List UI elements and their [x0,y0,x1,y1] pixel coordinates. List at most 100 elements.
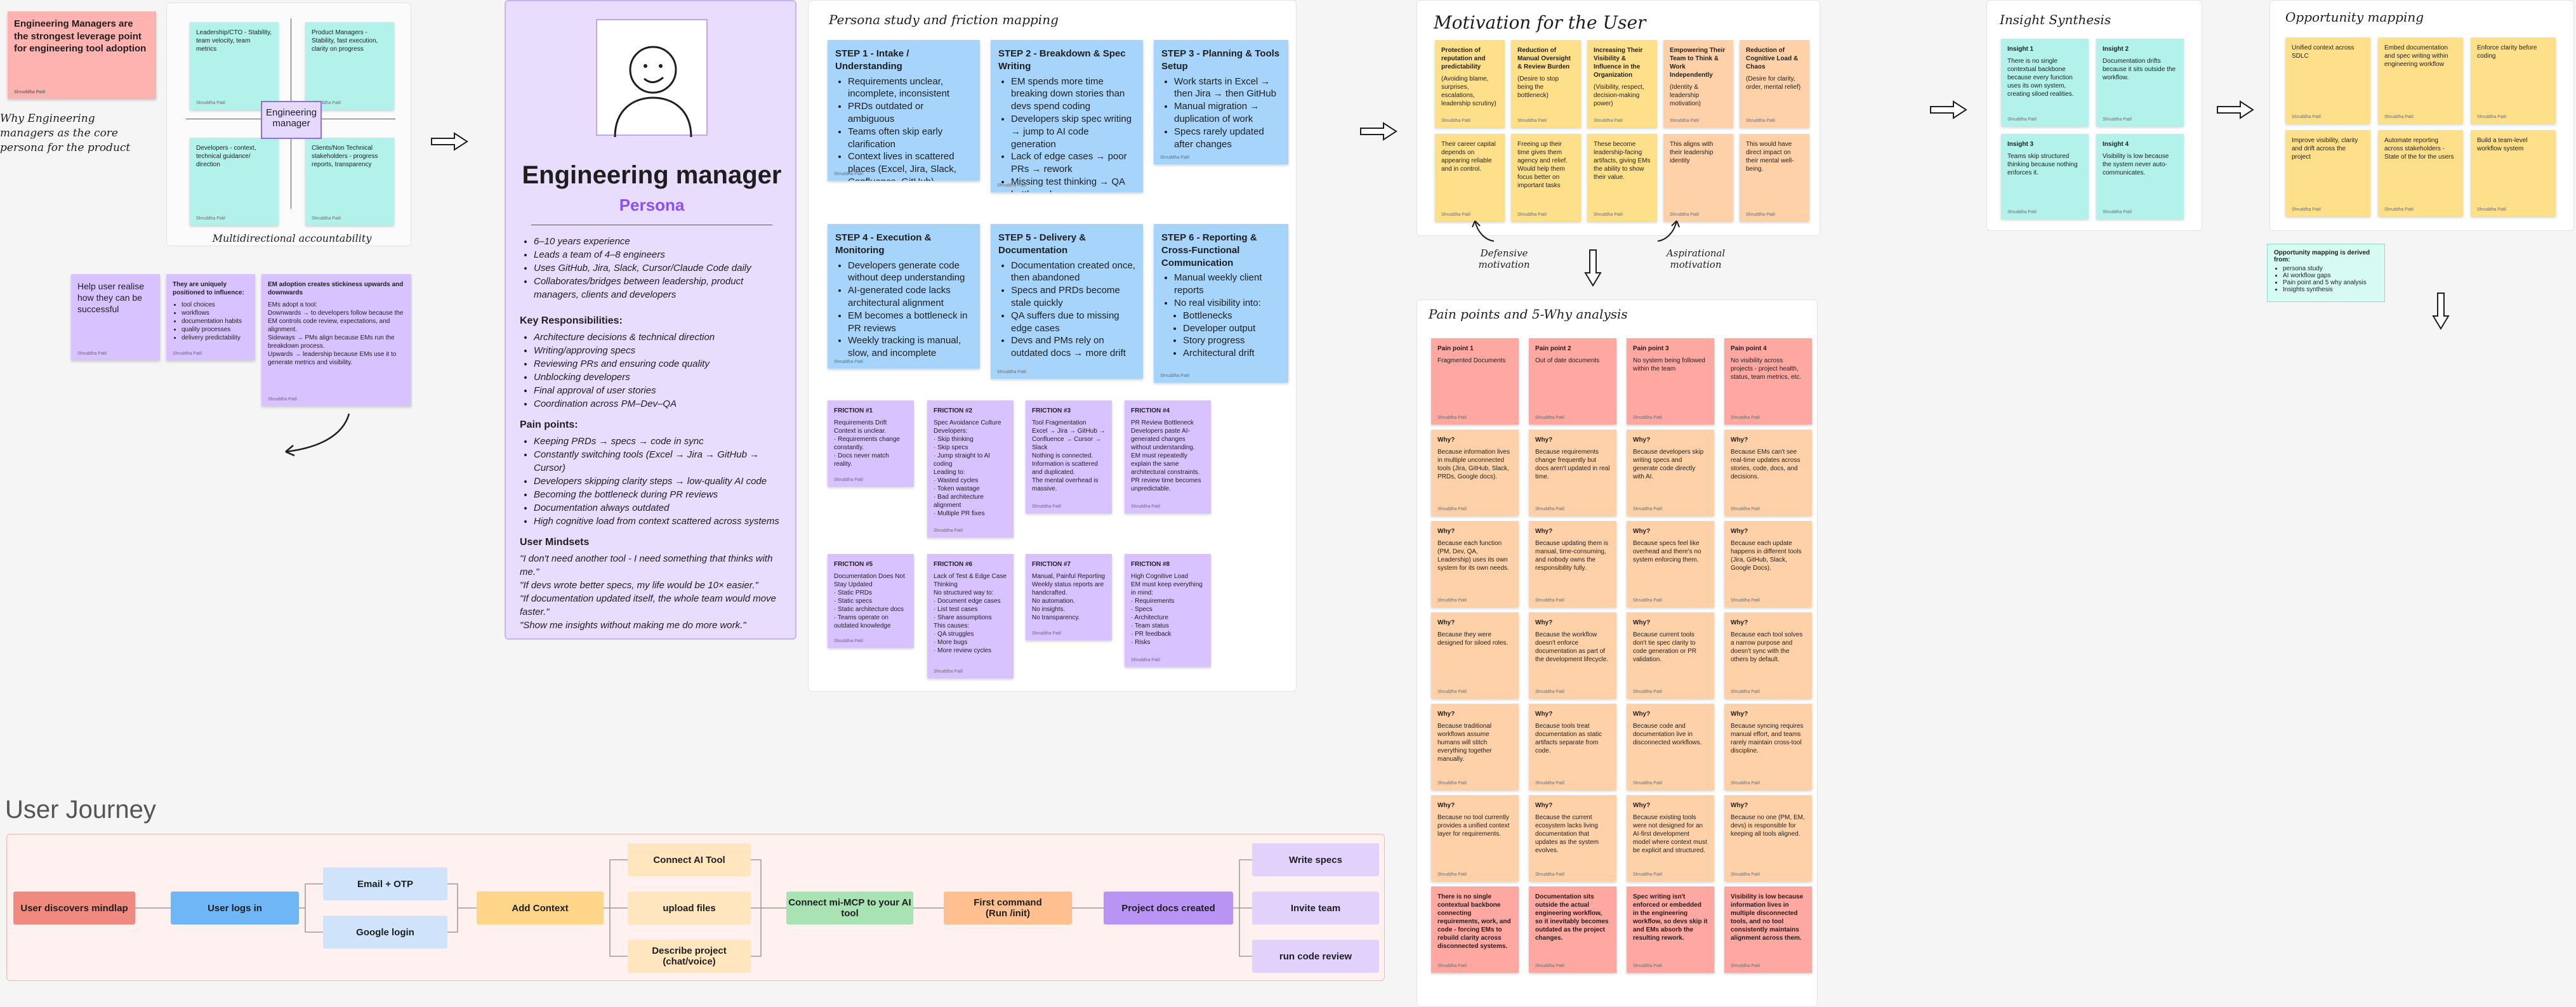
root-cause-card[interactable]: There is no single contextual backbone c… [1431,886,1519,973]
root-cause-card[interactable]: Documentation sits outside the actual en… [1529,886,1616,973]
why-card[interactable]: Why?Because they were designed for siloe… [1431,612,1519,699]
motivation-card-9[interactable]: This aligns with their leadership identi… [1663,134,1733,221]
list-item: delivery predictability [182,334,249,342]
root-cause-card[interactable]: Visibility is low because information li… [1724,886,1812,973]
journey-step-google-login[interactable]: Google login [323,916,447,949]
why-card[interactable]: Why?Because tools treat documentation as… [1529,704,1616,790]
insight-title: Insight Synthesis [2000,12,2111,27]
journey-step-add-context[interactable]: Add Context [477,892,604,925]
journey-step-code-review[interactable]: run code review [1252,940,1379,973]
why-card[interactable]: Why?Because code and documentation live … [1627,704,1714,790]
motivation-card-2[interactable]: Reduction of Manual Oversight & Review B… [1511,40,1581,128]
opportunity-card-2[interactable]: Embed documentation and spec writing wit… [2378,37,2463,124]
journey-step-docs-created[interactable]: Project docs created [1104,892,1233,925]
why-card[interactable]: Why?Because developers skip writing spec… [1627,430,1714,516]
quadrant-clients[interactable]: Clients/Non Technical stakeholders - pro… [305,138,394,225]
why-card[interactable]: Why?Because requirements change frequent… [1529,430,1616,516]
journey-step-upload[interactable]: upload files [628,892,751,925]
journey-step-connect-ai[interactable]: Connect AI Tool [628,843,751,876]
responsibilities-list: Architecture decisions & technical direc… [520,331,785,411]
opportunity-card-4[interactable]: Improve visibility, clarity and drift ac… [2285,130,2370,216]
step-card-1[interactable]: STEP 1 - Intake / UnderstandingRequireme… [828,40,980,181]
journey-step-describe[interactable]: Describe project (chat/voice) [628,940,751,973]
why-card[interactable]: Why?Because updating them is manual, tim… [1529,521,1616,607]
why-card[interactable]: Why?Because syncing requires manual effo… [1724,704,1812,790]
why-card[interactable]: Why?Because no one (PM, EM, devs) is res… [1724,795,1812,881]
root-cause-card[interactable]: Spec writing isn't enforced or embedded … [1627,886,1714,973]
stickiness-note[interactable]: EM adoption creates stickiness upwards a… [261,274,411,406]
persona-card[interactable]: Engineering manager Persona 6–10 years e… [505,0,796,640]
motivation-card-5[interactable]: Reduction of Cognitive Load & Chaos(Desi… [1740,40,1809,128]
why-card[interactable]: Why?Because no tool currently provides a… [1431,795,1519,881]
journey-step-login[interactable]: User logs in [171,892,299,925]
step-card-4[interactable]: STEP 4 - Execution & MonitoringDeveloper… [828,224,980,369]
why-card[interactable]: Why?Because specs feel like overhead and… [1627,521,1714,607]
journey-title: User Journey [5,796,156,824]
quadrant-developers[interactable]: Developers - context, technical guidance… [190,138,279,225]
motivation-card-6[interactable]: Their career capital depends on appearin… [1435,134,1505,221]
why-card[interactable]: Why?Because the workflow doesn't enforce… [1529,612,1616,699]
journey-frame[interactable]: User discovers mindlap User logs in Emai… [6,834,1385,981]
why-card[interactable]: Why?Because EMs can't see real-time upda… [1724,430,1812,516]
matrix-center-engineering-manager[interactable]: Engineering manager [261,101,322,139]
journey-step-write-specs[interactable]: Write specs [1252,843,1379,876]
opportunity-card-5[interactable]: Automate reporting across stakeholders -… [2378,130,2463,216]
journey-step-invite-team[interactable]: Invite team [1252,892,1379,925]
opportunity-frame[interactable]: Opportunity mapping Unified context acro… [2269,0,2574,231]
pain-points-frame[interactable]: Pain points and 5-Why analysis Pain poin… [1417,299,1818,1007]
motivation-frame[interactable]: Motivation for the User Protection of re… [1417,0,1820,236]
why-card[interactable]: Why?Because the current ecosystem lacks … [1529,795,1616,881]
journey-step-first-command[interactable]: First command (Run /init) [944,892,1072,925]
motivation-card-8[interactable]: These become leadership-facing artifacts… [1587,134,1657,221]
step-card-2[interactable]: STEP 2 - Breakdown & Spec WritingEM spen… [991,40,1143,192]
quadrant-product-managers[interactable]: Product Managers - Stability, fast execu… [305,22,394,110]
step-card-3[interactable]: STEP 3 - Planning & Tools SetupWork star… [1154,40,1288,164]
journey-step-email-otp[interactable]: Email + OTP [323,867,447,900]
influence-note[interactable]: They are uniquely positioned to influenc… [166,274,255,360]
step-card-6[interactable]: STEP 6 - Reporting & Cross-Functional Co… [1154,224,1288,383]
motivation-card-3[interactable]: Increasing Their Visibility & Influence … [1587,40,1657,128]
why-card[interactable]: Why?Because each tool solves a narrow pu… [1724,612,1812,699]
why-card[interactable]: Why?Because each function (PM, Dev, QA, … [1431,521,1519,607]
motivation-card-10[interactable]: This would have direct impact on their m… [1740,134,1809,221]
success-note[interactable]: Help user realise how they can be succes… [71,274,160,360]
motivation-card-4[interactable]: Empowering Their Team to Think & Work In… [1663,40,1733,128]
accountability-frame[interactable]: Leadership/CTO - Stability, team velocit… [166,3,411,246]
journey-step-discover[interactable]: User discovers mindlap [13,892,135,925]
opportunity-source-note[interactable]: Opportunity mapping is derived from: per… [2267,244,2385,302]
motivation-card-1[interactable]: Protection of reputation and predictabil… [1435,40,1505,128]
step-card-5[interactable]: STEP 5 - Delivery & DocumentationDocumen… [991,224,1143,379]
quadrant-leadership[interactable]: Leadership/CTO - Stability, team velocit… [190,22,279,110]
leverage-note[interactable]: Engineering Managers are the strongest l… [8,11,156,99]
motivation-card-7[interactable]: Freeing up their time gives them agency … [1511,134,1581,221]
why-card[interactable]: Why?Because existing tools were not desi… [1627,795,1714,881]
friction-frame[interactable]: Persona study and friction mapping STEP … [808,0,1297,692]
handwritten-rationale: Why Engineering managers as the core per… [0,112,152,155]
why-card[interactable]: Why?Because traditional workflows assume… [1431,704,1519,790]
why-card[interactable]: Why?Because current tools don't tie spec… [1627,612,1714,699]
why-card[interactable]: Why?Because information lives in multipl… [1431,430,1519,516]
journey-step-connect-mcp[interactable]: Connect mi-MCP to your AI tool [786,892,913,925]
list-item: tool choices [182,301,249,309]
why-card[interactable]: Why?Because each update happens in diffe… [1724,521,1812,607]
